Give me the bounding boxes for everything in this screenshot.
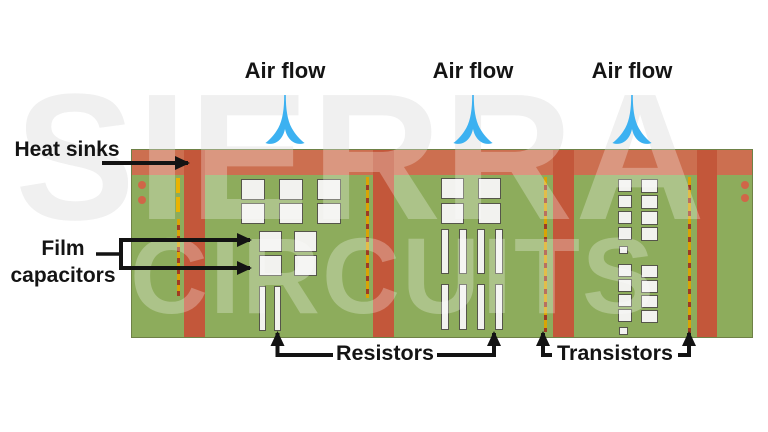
capacitor-grid-zone1 — [241, 203, 265, 224]
transistor-dash-line-2 — [366, 177, 369, 298]
transistors-zone3-g1-l — [618, 195, 632, 208]
capacitor-grid-zone2 — [441, 203, 464, 224]
transistors-zone3-g1-r — [641, 227, 658, 241]
transistor-dash-line-left-top — [176, 178, 180, 215]
transistors-zone3-g1-l — [618, 179, 632, 192]
resistors-zone2-row1 — [477, 229, 485, 274]
resistors-zone2-row2 — [459, 284, 467, 330]
resistors-zone2-row2 — [441, 284, 449, 330]
capacitor-grid-zone2 — [441, 178, 464, 199]
resistors-zone2-row1 — [459, 229, 467, 274]
transistors-zone3-g2-l — [618, 264, 632, 277]
heat-sink-vertical-3 — [553, 150, 574, 337]
transistors-zone3-g2-l — [618, 309, 632, 322]
capacitor-grid-zone2 — [478, 203, 501, 224]
air-flow-label-3: Air flow — [591, 58, 673, 83]
transistors-zone3-g2-r — [641, 280, 658, 293]
transistor-small-1 — [619, 246, 628, 254]
capacitor-grid-zone1 — [241, 179, 265, 200]
film-capacitors-zone1 — [294, 231, 317, 252]
capacitor-grid-zone2 — [478, 178, 501, 199]
air-flow-icon-1 — [265, 95, 305, 144]
air-flow-icon-3 — [612, 95, 652, 144]
capacitor-grid-zone1 — [317, 179, 341, 200]
capacitor-grid-zone1 — [279, 179, 303, 200]
transistors-zone3-g2-r — [641, 265, 658, 278]
transistors-zone3-g2-r — [641, 310, 658, 323]
resistors-zone1 — [274, 286, 281, 331]
transistors-zone3-g1-r — [641, 195, 658, 209]
film-capacitors-zone1 — [259, 231, 282, 252]
transistors-zone3-g2-l — [618, 279, 632, 292]
transistors-zone3-g1-l — [618, 211, 632, 224]
capacitor-grid-zone1 — [317, 203, 341, 224]
film-capacitors-zone1 — [294, 255, 317, 276]
transistor-small-2 — [619, 327, 628, 335]
film-capacitors-zone1 — [259, 255, 282, 276]
air-flow-arrows — [265, 95, 652, 144]
heat-sink-vertical-1 — [184, 150, 205, 337]
heat-sinks-label: Heat sinks — [14, 138, 120, 161]
transistors-label: Transistors — [557, 341, 673, 365]
transistors-zone3-g2-l — [618, 294, 632, 307]
transistors-zone3-g1-l — [618, 227, 632, 240]
heat-sink-vertical-4 — [697, 150, 717, 337]
resistors-zone2-row1 — [495, 229, 503, 274]
resistors-zone1 — [259, 286, 266, 331]
transistor-dash-line-4 — [688, 177, 691, 333]
heat-sink-vertical-2 — [373, 150, 394, 337]
air-flow-label-1: Air flow — [244, 58, 326, 83]
transistors-zone3-g1-r — [641, 211, 658, 225]
transistor-dash-line-3 — [544, 177, 547, 332]
mount-dot — [138, 181, 146, 189]
transistors-zone3-g2-r — [641, 295, 658, 308]
resistors-label: Resistors — [336, 341, 434, 365]
film-capacitors-label: Film capacitors — [10, 237, 116, 287]
resistors-zone2-row2 — [495, 284, 503, 330]
air-flow-label-2: Air flow — [432, 58, 514, 83]
mount-dot — [741, 181, 749, 189]
pcb-board — [131, 149, 753, 338]
transistors-zone3-g1-r — [641, 179, 658, 193]
heat-sink-top-strip — [132, 150, 752, 175]
resistors-zone2-row1 — [441, 229, 449, 274]
resistors-zone2-row2 — [477, 284, 485, 330]
mount-dot — [741, 194, 749, 202]
mount-dot — [138, 196, 146, 204]
air-flow-icon-2 — [453, 95, 493, 144]
capacitor-grid-zone1 — [279, 203, 303, 224]
transistor-dash-line-left — [177, 219, 180, 296]
